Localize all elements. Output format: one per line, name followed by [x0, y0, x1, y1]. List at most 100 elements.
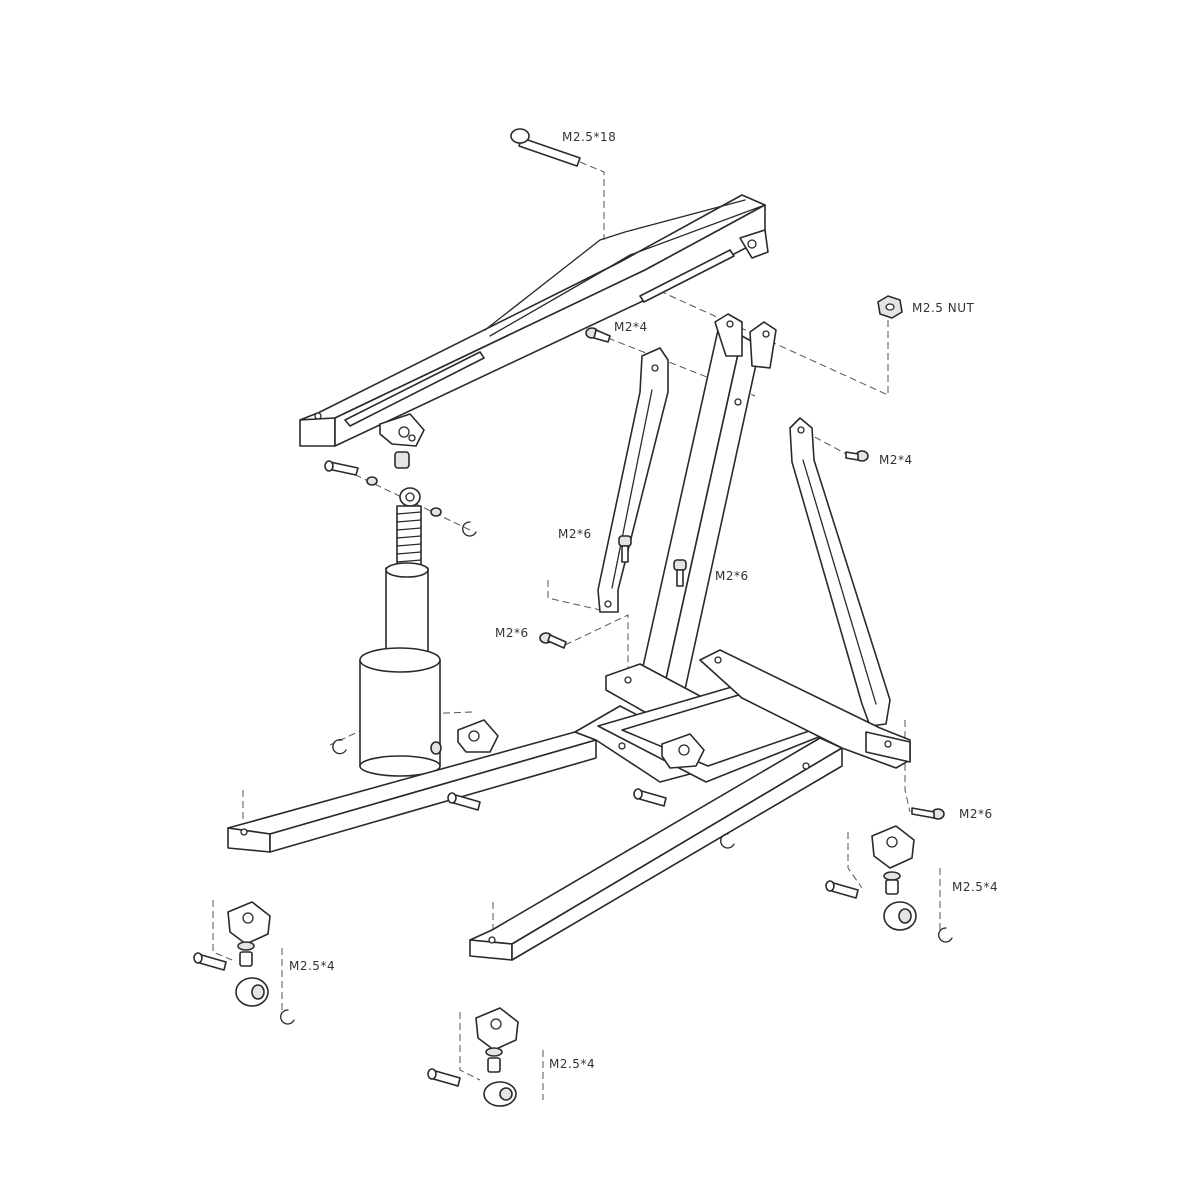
- label-top-bolt: M2.5*18: [562, 130, 616, 144]
- caster-left-washer: [237, 941, 255, 951]
- leader-base-right: [904, 720, 911, 813]
- jack-rod-eye-hole: [405, 492, 415, 502]
- label-screw-mid-left: M2*6: [558, 527, 592, 541]
- base-pin-center-head: [633, 788, 643, 800]
- leader-screw-lower-left: [564, 614, 629, 672]
- post-side-hole: [734, 398, 742, 406]
- screw-upper-left: [585, 327, 611, 343]
- label-caster-left: M2.5*4: [289, 959, 335, 973]
- caster-left-pin-head: [193, 952, 203, 964]
- caster-left-bracket-hole: [242, 912, 254, 924]
- caster-right: [825, 825, 953, 943]
- boom-ridge: [484, 199, 746, 331]
- part-labels: M2.5*18 M2.5 NUT M2*4 M2*4 M2*6 M2*6 M2*…: [289, 130, 998, 1071]
- boom-ridge-2: [489, 204, 766, 337]
- base-clip-center: [720, 833, 735, 849]
- left-brace-bottom-hole: [604, 600, 612, 608]
- jack-pin-head: [324, 460, 334, 472]
- label-caster-right: M2.5*4: [952, 880, 998, 894]
- label-screw-upper-right: M2*4: [879, 453, 913, 467]
- right-brace-body: [789, 417, 891, 727]
- top-bolt: [510, 128, 581, 167]
- jack-piston-top: [385, 562, 429, 578]
- label-screw-mid-center: M2*6: [715, 569, 749, 583]
- leader-top-bolt: [579, 161, 605, 240]
- screw-upper-right-shaft: [845, 451, 859, 461]
- base-front-leg-side: [511, 747, 843, 961]
- right-brace-top-hole: [797, 426, 805, 434]
- base-left-leg-hole: [240, 828, 248, 836]
- base-left-leg-side: [269, 739, 597, 853]
- caster-right-clip: [938, 927, 953, 943]
- caster-right-hub: [898, 908, 912, 924]
- leader-screw-mid-left: [547, 580, 601, 611]
- screw-mid-center-head: [673, 559, 687, 571]
- jack-clip: [462, 521, 477, 537]
- left-brace-top-hole: [651, 364, 659, 372]
- caster-front: [427, 1007, 519, 1107]
- screw-upper-left-shaft: [593, 329, 611, 343]
- post-top-fork-left: [714, 313, 743, 357]
- base-jack-bracket-hole: [468, 730, 480, 742]
- left-brace: [597, 347, 669, 613]
- right-brace: [789, 417, 891, 727]
- post-base-hole: [624, 676, 632, 684]
- jack-thread-lines: [396, 511, 422, 563]
- post-top-fork-right: [749, 321, 777, 369]
- left-brace-body: [597, 347, 669, 613]
- caster-right-pin-head: [825, 880, 835, 892]
- base-pin-left-head: [447, 792, 457, 804]
- label-caster-front: M2.5*4: [549, 1057, 595, 1071]
- screw-mid-center-shaft: [676, 569, 684, 587]
- base-rear-hole-2: [802, 762, 810, 770]
- screw-upper-right: [845, 450, 869, 462]
- boom-front-face: [299, 417, 336, 447]
- base-front-hole: [714, 656, 722, 664]
- caster-right-stem: [885, 879, 899, 895]
- base-front-leg-hole: [488, 936, 496, 944]
- leader-caster-left-2: [212, 900, 233, 961]
- leader-jack-pin: [334, 464, 471, 531]
- label-screw-upper-left: M2*4: [614, 320, 648, 334]
- screw-lower-left-shaft: [547, 634, 567, 649]
- left-brace-edge: [611, 389, 653, 589]
- caster-right-washer: [883, 871, 901, 881]
- jack-cylinder-top: [359, 647, 441, 673]
- label-screw-lower-left: M2*6: [495, 626, 529, 640]
- caster-front-pin-head: [427, 1068, 437, 1080]
- leader-screw-upper-left: [607, 337, 756, 397]
- screw-base-right-shaft: [911, 807, 935, 819]
- boom-front-hole: [314, 412, 322, 420]
- jack-washer-2: [430, 507, 442, 517]
- jack-cylinder: [359, 659, 441, 767]
- base-frame: [227, 649, 911, 961]
- caster-front-washer: [485, 1047, 503, 1057]
- screw-mid-left-shaft: [621, 545, 629, 563]
- base-right-hole: [884, 740, 892, 748]
- jack-bushing: [394, 451, 410, 469]
- caster-left-hub: [251, 984, 265, 1000]
- boom-bracket-hole-2: [408, 434, 416, 442]
- leader-caster-front-2: [459, 1012, 481, 1081]
- jack-base-clip: [332, 739, 347, 755]
- screw-mid-center: [673, 559, 687, 587]
- caster-right-bracket-hole: [886, 836, 898, 848]
- label-screw-base-right: M2*6: [959, 807, 993, 821]
- nut-bore: [885, 303, 895, 311]
- boom-slot-2: [639, 249, 735, 303]
- right-brace-edge: [802, 459, 877, 705]
- base-pins: [447, 788, 945, 849]
- top-bolt-head: [510, 128, 530, 144]
- caster-left: [193, 901, 295, 1025]
- screw-mid-left: [618, 535, 632, 563]
- boom-bracket-hole: [398, 426, 410, 438]
- jack-washer-1: [366, 476, 378, 486]
- base-center-bracket-hole: [678, 744, 690, 756]
- base-rear-hole: [618, 742, 626, 750]
- jack-cylinder-bottom: [359, 755, 441, 777]
- caster-front-stem: [487, 1057, 501, 1073]
- caster-left-clip: [280, 1009, 295, 1025]
- boom-end-hole: [747, 239, 757, 249]
- nut-part: [877, 295, 903, 319]
